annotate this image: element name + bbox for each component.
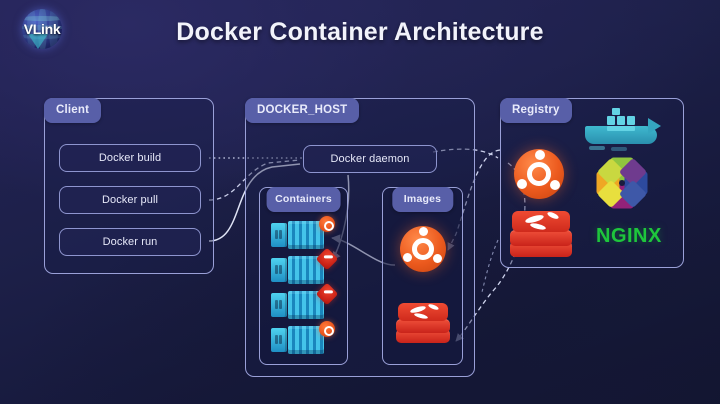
- wire-registry-left-edge: [481, 239, 499, 293]
- subpanel-images-label: Images: [391, 187, 454, 212]
- client-item-docker-pull-label: Docker pull: [101, 194, 159, 206]
- subpanel-containers[interactable]: Containers: [259, 187, 348, 365]
- client-item-docker-pull[interactable]: Docker pull: [59, 186, 201, 214]
- centos-logo-icon[interactable]: [593, 154, 651, 212]
- ubuntu-badge-icon: [319, 216, 335, 232]
- panel-docker-host[interactable]: DOCKER_HOST Docker daemon Containers: [245, 98, 475, 377]
- container-icon: [271, 223, 287, 247]
- container-item-3[interactable]: [271, 282, 339, 319]
- client-item-docker-run-label: Docker run: [102, 236, 158, 248]
- client-item-docker-run[interactable]: Docker run: [59, 228, 201, 256]
- container-icon: [271, 258, 287, 282]
- docker-daemon-box[interactable]: Docker daemon: [303, 145, 437, 173]
- triangle-icon: [28, 34, 48, 49]
- ubuntu-logo-icon[interactable]: [400, 226, 446, 272]
- container-item-4[interactable]: [271, 321, 335, 354]
- container-item-1[interactable]: [271, 216, 335, 249]
- redis-logo-icon[interactable]: [510, 210, 572, 259]
- client-item-docker-build-label: Docker build: [98, 152, 162, 164]
- nginx-logo-icon[interactable]: NGINX: [596, 225, 662, 248]
- panel-client[interactable]: Client Docker build Docker pull Docker r…: [44, 98, 214, 274]
- redis-logo-icon[interactable]: [396, 303, 450, 345]
- docker-daemon-label: Docker daemon: [330, 153, 410, 165]
- docker-whale-icon[interactable]: [585, 107, 661, 151]
- panel-docker-host-label: DOCKER_HOST: [245, 98, 360, 123]
- ubuntu-logo-icon[interactable]: [514, 149, 564, 199]
- container-icon: [271, 328, 287, 352]
- panel-registry-label: Registry: [500, 98, 572, 123]
- nginx-label: NGINX: [596, 225, 662, 247]
- subpanel-containers-label: Containers: [266, 187, 341, 212]
- ubuntu-badge-icon: [319, 321, 335, 337]
- client-item-docker-build[interactable]: Docker build: [59, 144, 201, 172]
- panel-client-label: Client: [44, 98, 102, 123]
- brand-wordmark: VLink: [23, 21, 61, 37]
- container-icon: [271, 293, 287, 317]
- container-item-2[interactable]: [271, 247, 339, 284]
- subpanel-images[interactable]: Images: [382, 187, 463, 365]
- vlink-logo: VLink: [6, 8, 70, 52]
- panel-registry[interactable]: Registry: [500, 98, 684, 268]
- page-title: Docker Container Architecture: [176, 18, 544, 46]
